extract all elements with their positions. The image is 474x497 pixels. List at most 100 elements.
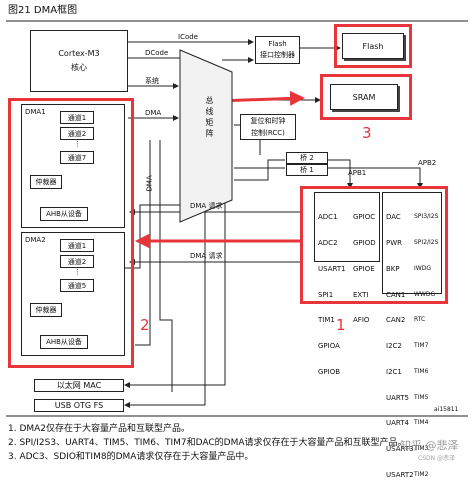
dma2-channel-2: 通道2 (60, 255, 94, 268)
cortex-name: Cortex-M3 (58, 49, 100, 58)
icode-label: ICode (178, 33, 198, 41)
bridge-1-label: 桥 1 (300, 166, 314, 174)
apb2-periph: GPIOA (318, 342, 340, 351)
apb2-label: APB2 (418, 159, 437, 167)
dma2-ellipsis: ⋮ (74, 268, 81, 276)
usb-otg-fs: USB OTG FS (34, 399, 124, 412)
apb2-periph: AFIO (353, 316, 370, 325)
dma2-ahb-slave: AHB从设备 (40, 335, 88, 349)
apb1-label: APB1 (348, 169, 367, 177)
flash-ctrl-line1: Flash (268, 40, 287, 48)
dma2-arbiter: 仲裁器 (30, 303, 62, 317)
footnote-1: 1. DMA2仅存在于大容量产品和互联型产品。 (8, 424, 191, 434)
cortex-sub: 核心 (71, 63, 87, 72)
sram-highlight (320, 74, 412, 120)
dma2-channel-5: 通道5 (60, 279, 94, 292)
dma1-channel-1-label: 通道1 (67, 113, 87, 122)
dma1-title: DMA1 (25, 108, 46, 116)
dma-highlight (8, 98, 134, 368)
dma1-ahb-slave: AHB从设备 (40, 207, 88, 221)
apb1-periph: DAC (386, 213, 401, 222)
apb1-periph: UART5 (386, 393, 409, 402)
dma1-channel-1: 通道1 (60, 111, 94, 124)
cortex-m3-core: Cortex-M3 核心 (30, 30, 128, 92)
apb2-periph: GPIOB (318, 367, 341, 376)
dcode-label: DCode (145, 49, 169, 57)
apb2-periph: USART1 (318, 264, 346, 273)
bridge-1: 桥 1 (286, 164, 328, 176)
dma2-ahb-slave-label: AHB从设备 (46, 338, 82, 346)
dma2-title: DMA2 (25, 236, 46, 244)
dma1-channel-7: 通道7 (60, 151, 94, 164)
apb1-periph: CAN1 (386, 290, 406, 299)
system-bus-label: 系统 (145, 77, 159, 85)
apb1-periph: WWDG (414, 290, 436, 298)
apb1-periph: CAN2 (386, 316, 406, 325)
dma1-channel-2: 通道2 (60, 127, 94, 140)
apb1-periph: TIM3 (414, 445, 429, 453)
figure-id: ai15811 (434, 406, 459, 413)
dma1-ellipsis: ⋮ (74, 140, 81, 148)
apb2-periph: TIM1 (318, 316, 335, 325)
usb-label: USB OTG FS (54, 401, 104, 410)
dma1-channel-7-label: 通道7 (67, 153, 87, 162)
dma2-block: DMA2 通道1 通道2 ⋮ 通道5 仲裁器 AHB从设备 (21, 232, 125, 356)
apb2-periph: ADC2 (318, 238, 338, 247)
flash-ctrl-line2: 接口控制器 (260, 51, 295, 59)
apb1-periph: TIM5 (414, 393, 429, 401)
apb1-periph: TIM6 (414, 367, 429, 375)
apb1-periph: BKP (386, 264, 400, 273)
apb2-periph: GPIOD (353, 238, 376, 247)
dma1-channel-2-label: 通道2 (67, 129, 87, 138)
dma-request-label-2: DMA 请求 (190, 252, 223, 260)
apb2-periph: ADC1 (318, 213, 338, 222)
ethernet-label: 以太网 MAC (56, 381, 102, 390)
bridge-2: 桥 2 (286, 152, 328, 164)
sram-memory: SRAM (330, 84, 398, 110)
apb1-periph: USART2 (386, 471, 414, 479)
apb2-col1: ADC1 ADC2 USART1 SPI1 TIM1 GPIOA GPIOB (318, 196, 346, 394)
bridge-2-label: 桥 2 (300, 154, 314, 162)
apb1-periph: TIM7 (414, 342, 429, 350)
dma2-channel-5-label: 通道5 (67, 281, 87, 290)
dma2-arbiter-label: 仲裁器 (35, 306, 57, 314)
apb2-periph: EXTI (353, 290, 369, 299)
footnote-3: 3. ADC3、SDIO和TIM8的DMA请求仅存在于大容量产品中。 (8, 452, 254, 462)
rcc-line1: 复位和时钟 (250, 117, 286, 125)
peripherals-highlight (300, 186, 448, 304)
ethernet-mac: 以太网 MAC (34, 379, 124, 392)
rcc-block: 复位和时钟 控制(RCC) (240, 114, 296, 140)
flash-highlight (334, 24, 412, 68)
flash-interface-controller: Flash 接口控制器 (255, 36, 300, 64)
figure-bottom-rule (6, 415, 468, 417)
footnote-2: 2. SPI/I2S3、UART4、TIM5、TIM6、TIM7和DAC的DMA… (8, 438, 407, 448)
annotation-1: 1 (336, 316, 346, 334)
apb2-periph: GPIOE (353, 264, 375, 273)
dma2-channel-2-label: 通道2 (67, 257, 87, 266)
apb1-periph: PWR (386, 238, 403, 247)
dma-bus-label: DMA (145, 109, 162, 117)
apb1-periph: I2C1 (386, 367, 402, 376)
apb1-periph: IWDG (414, 264, 431, 272)
apb1-periph: I2C2 (386, 342, 402, 351)
flash-memory: Flash (342, 33, 404, 59)
dma-request-label-1: DMA 请求 (190, 202, 223, 210)
apb1-periph: RTC (414, 316, 426, 324)
apb2-col2: GPIOC GPIOD GPIOE EXTI AFIO (353, 196, 376, 342)
annotation-2: 2 (140, 316, 150, 334)
bus-matrix-label: 总线矩阵 (205, 96, 214, 140)
figure-title: 图21 DMA框图 (8, 5, 78, 16)
apb2-periph: SPI1 (318, 290, 334, 299)
apb1-periph: TIM4 (414, 419, 429, 427)
dma1-ahb-slave-label: AHB从设备 (46, 210, 82, 218)
dma1-arbiter-label: 仲裁器 (35, 178, 57, 186)
flash-label: Flash (362, 41, 384, 51)
dma1-block: DMA1 通道1 通道2 ⋮ 通道7 仲裁器 AHB从设备 (21, 104, 125, 228)
apb1-periph: UART4 (386, 419, 409, 428)
dma1-arbiter: 仲裁器 (30, 175, 62, 189)
sram-label: SRAM (352, 92, 376, 102)
watermark: 知乎 @悲泽 (400, 439, 459, 452)
apb1-periph: USART3 (386, 445, 414, 454)
apb1-periph: TIM2 (414, 471, 429, 478)
rcc-line2: 控制(RCC) (251, 129, 285, 137)
